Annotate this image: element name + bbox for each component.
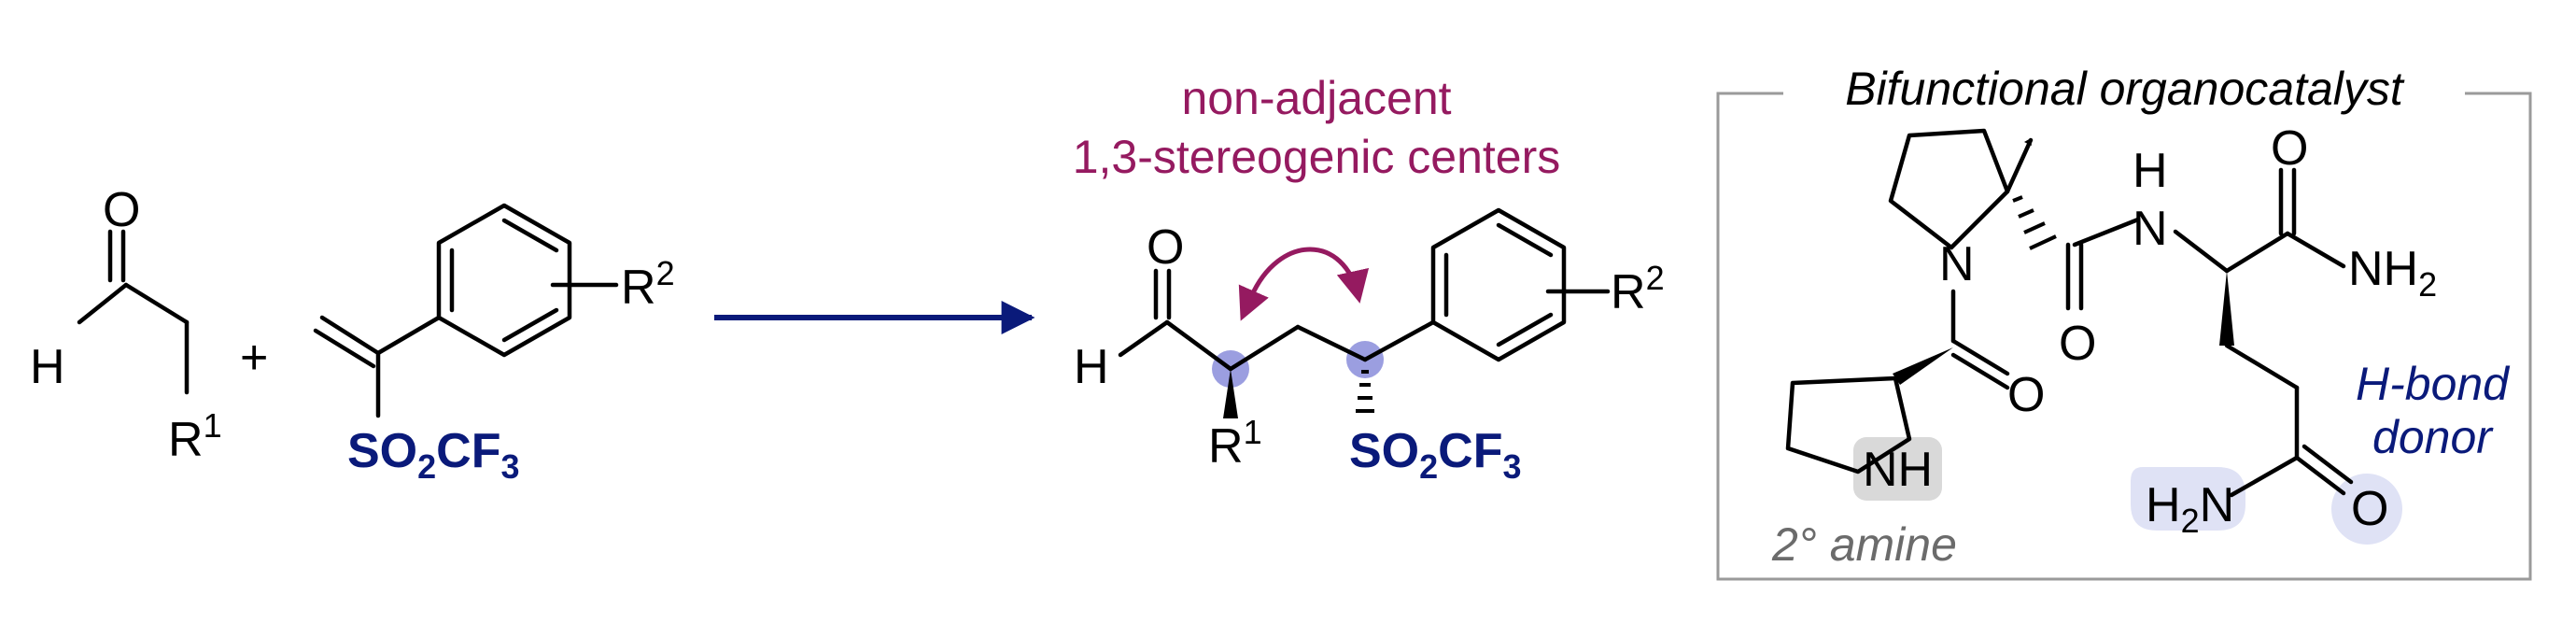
plus-sign: + <box>240 331 268 385</box>
benzene-ring-reactant <box>436 203 572 358</box>
bond-cc <box>123 282 190 325</box>
product-r2-label: R2 <box>1611 259 1665 319</box>
curved-arrow <box>1238 247 1370 321</box>
product-sulfonyl-label: SO2CF3 <box>1349 424 1522 486</box>
catalyst-title: Bifunctional organocatalyst <box>1845 63 2405 115</box>
hbond-label-line2: donor <box>2372 411 2494 463</box>
hashed-bond <box>1356 370 1374 413</box>
catalyst-o-side: O <box>2351 482 2388 536</box>
hbond-highlight-amide-n <box>2131 467 2245 531</box>
secondary-amine-highlight <box>1853 437 1942 501</box>
catalyst-amide-n: N <box>2133 202 2168 256</box>
benzene-ring-product <box>1430 207 1567 362</box>
catalyst-hashed-bond <box>2012 195 2057 250</box>
catalyst-h2n-label: H2N <box>2146 478 2234 540</box>
pyrrolidine-top <box>1888 128 2010 250</box>
catalyst-o-proline: O <box>2007 368 2045 422</box>
aldehyde-reactant: O H R1 <box>30 183 222 467</box>
catalyst-n-pyrrolidine: N <box>1939 237 1975 291</box>
catalyst-wedge-2 <box>1893 347 1953 385</box>
annotation-line1: non-adjacent <box>1181 72 1451 124</box>
aldehyde-r1-label: R1 <box>168 406 222 467</box>
product-oxygen: O <box>1147 220 1184 275</box>
secondary-amine-label: 2° amine <box>1771 518 1957 571</box>
catalyst-box-border <box>1716 92 2532 581</box>
pyrrolidine-bottom <box>1785 375 1912 474</box>
product-r1-label: R1 <box>1208 413 1262 474</box>
catalyst-o-mid: O <box>2059 317 2096 371</box>
wedge-bond <box>1223 369 1238 418</box>
catalyst-amide-h: H <box>2133 144 2168 198</box>
aldehyde-oxygen: O <box>103 183 140 237</box>
catalyst-o-top: O <box>2271 121 2308 176</box>
product-hydrogen: H <box>1074 340 1109 394</box>
vinyl-sulfone-reactant: R2 SO2CF3 <box>313 203 675 486</box>
catalyst-nh-amine: NH <box>1863 443 1933 497</box>
catalyst-wedge <box>2219 271 2234 346</box>
hbond-highlight-o <box>2331 474 2402 545</box>
product: O H R1 R2 SO2CF3 <box>1074 207 1665 486</box>
annotation-line2: 1,3-stereogenic centers <box>1073 131 1561 183</box>
catalyst-nh2-label: NH2 <box>2348 242 2437 304</box>
aldehyde-hydrogen: H <box>30 340 65 394</box>
bond-ch <box>77 282 129 325</box>
hbond-label-line1: H-bond <box>2356 358 2511 410</box>
catalyst-panel: Bifunctional organocatalyst O H N O <box>1716 63 2532 581</box>
reactant-sulfonyl-label: SO2CF3 <box>347 424 520 486</box>
reactant-r2-label: R2 <box>621 254 675 315</box>
